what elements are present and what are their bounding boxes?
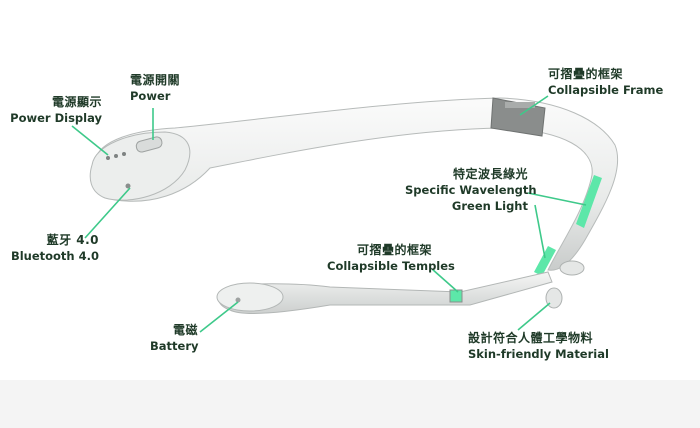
- label-skin-material-en: Skin-friendly Material: [468, 347, 609, 361]
- nose-pad: [559, 260, 585, 276]
- label-collapsible-frame: 可摺疊的框架 Collapsible Frame: [548, 66, 663, 98]
- label-skin-material: 設計符合人體工學物料 Skin-friendly Material: [468, 330, 609, 362]
- main-frame: [91, 97, 619, 271]
- callout-frame: [519, 95, 549, 116]
- label-collapsible-temples-en: Collapsible Temples: [327, 259, 455, 273]
- power-led: [122, 152, 126, 156]
- label-green-light-en2: Green Light: [451, 199, 528, 213]
- hinge-highlight: [505, 102, 535, 108]
- bluetooth-indicator: [125, 183, 131, 189]
- battery-pod: [216, 282, 284, 312]
- green-light-strip: [534, 246, 556, 276]
- callout-green-2: [534, 204, 546, 259]
- label-battery-zh: 電磁: [172, 323, 198, 337]
- label-skin-material-zh: 設計符合人體工學物料: [468, 331, 594, 345]
- label-collapsible-temples: 可摺疊的框架 Collapsible Temples: [327, 242, 455, 274]
- power-button[interactable]: [135, 136, 163, 153]
- callout-battery: [199, 301, 239, 333]
- label-bluetooth: 藍牙 4.0 Bluetooth 4.0: [10, 232, 99, 264]
- power-led: [114, 154, 118, 158]
- label-power-display: 電源顯示 Power Display: [10, 94, 102, 126]
- battery-port: [235, 297, 241, 303]
- label-collapsible-frame-zh: 可摺疊的框架: [548, 67, 624, 81]
- callout-material: [517, 302, 551, 331]
- label-battery: 電磁 Battery: [150, 322, 199, 354]
- label-green-light-zh: 特定波長綠光: [452, 167, 528, 181]
- label-power: 電源開關 Power: [130, 72, 180, 104]
- label-collapsible-temples-zh: 可摺疊的框架: [357, 243, 433, 257]
- label-power-en: Power: [130, 89, 171, 103]
- label-bluetooth-en: Bluetooth 4.0: [10, 249, 99, 263]
- callout-bluetooth: [84, 187, 131, 239]
- temple-arm: [218, 271, 553, 314]
- bottom-band: [0, 380, 700, 428]
- label-green-light: 特定波長綠光 Specific Wavelength Green Light: [405, 166, 537, 214]
- label-power-zh: 電源開關: [130, 73, 181, 87]
- power-led: [106, 156, 110, 160]
- label-green-light-en: Specific Wavelength: [405, 183, 537, 197]
- label-bluetooth-zh: 藍牙 4.0: [46, 233, 99, 247]
- label-collapsible-frame-en: Collapsible Frame: [548, 83, 664, 97]
- callout-display: [71, 125, 109, 156]
- green-light-strip: [576, 175, 602, 228]
- callout-green-1: [527, 192, 587, 206]
- temple-hinge: [449, 289, 463, 303]
- callout-lines: [71, 95, 587, 333]
- label-power-display-en: Power Display: [10, 111, 102, 125]
- label-battery-en: Battery: [150, 339, 199, 353]
- control-pod: [89, 131, 191, 201]
- label-power-display-zh: 電源顯示: [51, 95, 102, 109]
- callout-temples: [431, 268, 459, 293]
